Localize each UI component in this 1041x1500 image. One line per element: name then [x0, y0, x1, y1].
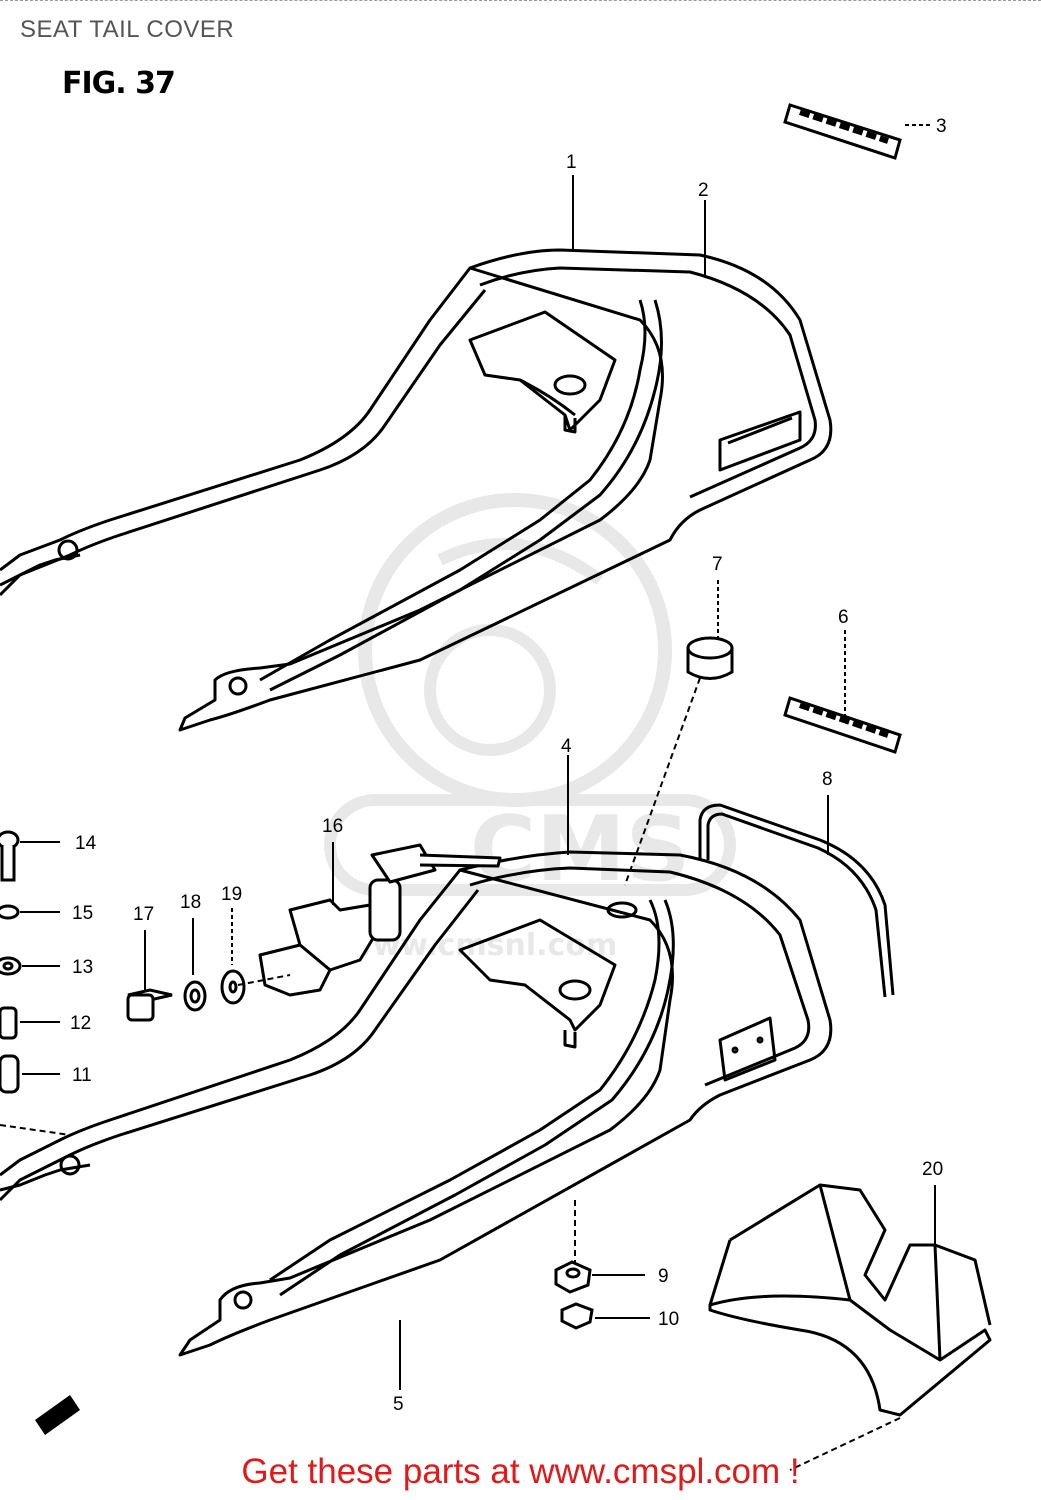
- callout-17: 17: [133, 904, 154, 925]
- callout-numbers: 1 2 3 4 5 6 7 8 9 10 11 12 13 14 15 16 1…: [70, 116, 947, 1415]
- callout-9: 9: [658, 1266, 669, 1287]
- part-4-lower-tail-cover: [0, 850, 833, 1357]
- callout-4: 4: [561, 736, 572, 757]
- part-16-seat-lock: [258, 843, 502, 997]
- callout-11: 11: [72, 1065, 92, 1086]
- part-3-emblem: [783, 103, 902, 160]
- figure-label: FIG. 37: [62, 66, 176, 101]
- callout-20: 20: [922, 1159, 943, 1180]
- part-13-nut: [0, 956, 22, 976]
- top-dashed-rule: [0, 0, 1041, 1]
- part-1-upper-tail-cover: [0, 248, 833, 732]
- part-17-bolt: [126, 988, 173, 1022]
- part-6-emblem: [783, 696, 902, 754]
- callout-8: 8: [822, 769, 833, 790]
- part-18-washer: [183, 980, 207, 1012]
- callout-19: 19: [221, 884, 242, 905]
- callout-18: 18: [180, 892, 201, 913]
- callout-1: 1: [566, 152, 577, 173]
- part-14-bolt: [0, 830, 20, 882]
- callout-16: 16: [322, 816, 343, 837]
- part-15-washer: [0, 904, 20, 920]
- watermark-text: CMS: [470, 797, 690, 902]
- callout-10: 10: [658, 1309, 679, 1330]
- part-19-washer: [220, 969, 246, 1005]
- part-9-nut: [554, 1260, 592, 1294]
- footer-link-text[interactable]: Get these parts at www.cmspl.com !: [241, 1452, 800, 1491]
- part-8-seal-strip: [698, 803, 895, 998]
- callout-15: 15: [72, 903, 93, 924]
- callout-5: 5: [393, 1394, 404, 1415]
- page-title: SEAT TAIL COVER: [20, 16, 235, 43]
- part-10-nut: [560, 1302, 594, 1330]
- callout-12: 12: [70, 1013, 91, 1034]
- part-20-guard: [708, 1183, 992, 1417]
- callout-14: 14: [75, 833, 97, 854]
- callout-7: 7: [712, 554, 723, 575]
- callout-3: 3: [936, 116, 947, 137]
- callout-13: 13: [72, 957, 93, 978]
- watermark: CMS www.cmsnl.com: [324, 493, 736, 963]
- corner-mark: [35, 1395, 80, 1435]
- part-7-grommet: [686, 636, 734, 680]
- part-11-cushion: [0, 1054, 20, 1094]
- callout-6: 6: [838, 607, 849, 628]
- callout-2: 2: [698, 180, 709, 201]
- leader-lines: [0, 124, 936, 1471]
- part-12-collar: [0, 1006, 18, 1040]
